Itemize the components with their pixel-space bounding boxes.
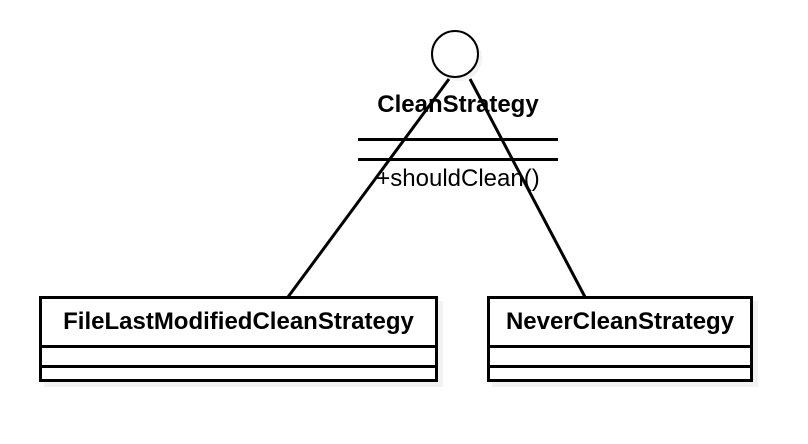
interface-separator-attributes [358, 138, 558, 141]
interface-operation-label: +shouldClean() [376, 165, 540, 192]
interface-separator-operations [358, 158, 558, 161]
class-name-label: FileLastModifiedCleanStrategy [63, 308, 414, 335]
class-operations-compartment [42, 365, 435, 379]
interface-lollipop-circle-icon [431, 30, 483, 82]
class-box-outline: FileLastModifiedCleanStrategy [39, 296, 438, 382]
class-attributes-compartment [490, 345, 750, 365]
class-node-never-clean-strategy[interactable]: NeverCleanStrategy [487, 296, 758, 387]
class-attributes-compartment [42, 345, 435, 365]
class-box-outline: NeverCleanStrategy [487, 296, 753, 382]
interface-circle-outline [431, 30, 479, 78]
class-node-file-last-modified-clean-strategy[interactable]: FileLastModifiedCleanStrategy [39, 296, 443, 387]
class-operations-compartment [490, 365, 750, 379]
interface-name-label: CleanStrategy [377, 91, 539, 118]
class-name-label: NeverCleanStrategy [505, 308, 735, 335]
interface-node-clean-strategy[interactable]: CleanStrategy +shouldClean() [352, 30, 564, 202]
